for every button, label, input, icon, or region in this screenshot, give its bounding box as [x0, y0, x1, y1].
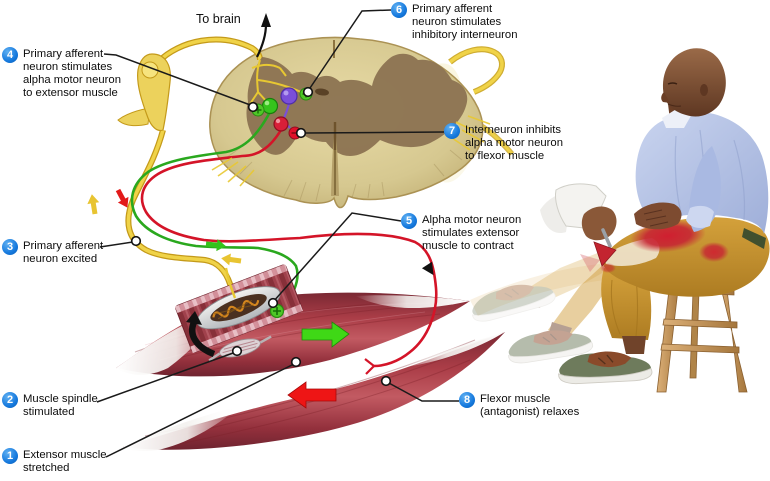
flexor-muscle: [123, 332, 505, 451]
leader-8: [386, 381, 459, 402]
patient-torso: [635, 100, 769, 234]
alpha-motor-neuron-flexor-soma: [273, 116, 289, 132]
step-text-2: Muscle spindle stimulated: [23, 393, 98, 418]
hammer-ghost: [580, 254, 600, 272]
step-badge-4: 4: [2, 47, 18, 63]
step-text-3: Primary afferent neuron excited: [23, 240, 104, 265]
step-label-6: 6 Primary afferent neuron stimulates inh…: [391, 2, 518, 42]
step-text-6: Primary afferent neuron stimulates inhib…: [412, 3, 518, 41]
stretch-arrow: [186, 311, 216, 358]
contract-direction-arrow: [301, 321, 350, 348]
alpha-motor-neuron-extensor-soma: [261, 97, 279, 115]
sensory-signal-arrow-left: [220, 252, 242, 267]
step-label-5: 5 Alpha motor neuron stimulates extensor…: [401, 213, 521, 253]
flexor-nerve-ending: [364, 358, 375, 375]
step-label-1: 1 Extensor muscle stretched: [2, 448, 107, 475]
alpha-motor-fiber-flexor: [140, 129, 438, 368]
spindle-afferent-twig: [224, 267, 237, 299]
cord-striations: [225, 147, 463, 202]
to-brain-label: To brain: [196, 12, 241, 26]
step-text-5: Alpha motor neuron stimulates extensor m…: [422, 214, 522, 252]
canal-slit: [315, 88, 329, 96]
marker-3: [130, 235, 142, 247]
marker-6: [302, 86, 314, 98]
step-text-7: Interneuron inhibits alpha motor neuron …: [465, 124, 563, 162]
eye: [667, 82, 678, 85]
examiner-hand: [540, 183, 617, 272]
ventral-root-fan: [211, 115, 491, 187]
hammer-handle: [601, 228, 612, 248]
flexor-fiber-arrowhead: [421, 261, 434, 276]
mouth: [667, 103, 682, 107]
marker-8: [380, 375, 392, 387]
motor-fibers: [130, 111, 438, 375]
marker-5: [267, 297, 279, 309]
leader-6: [307, 9, 392, 92]
belt: [742, 228, 766, 249]
step-label-3: 3 Primary afferent neuron excited: [2, 239, 103, 266]
step-text-1: Extensor muscle stretched: [23, 449, 107, 474]
relax-direction-arrow: [287, 381, 337, 409]
patient-head: [661, 48, 726, 117]
step-badge-7: 7: [444, 123, 460, 139]
marker-4: [247, 101, 259, 113]
step-label-4: 4 Primary afferent neuron stimulates alp…: [2, 47, 121, 100]
leader-5: [272, 212, 402, 303]
reflex-hammer: [593, 241, 617, 267]
step-text-8: Flexor muscle (antagonist) relaxes: [480, 393, 580, 418]
leader-4: [103, 53, 254, 107]
marker-1: [290, 356, 302, 368]
patient-lap: [600, 217, 770, 297]
to-brain-arrow: [256, 13, 271, 58]
alpha-motor-fiber-extensor: [130, 111, 299, 310]
muscle-overlay-small: [699, 242, 729, 262]
marker-7: [295, 127, 307, 139]
leader-7: [305, 131, 445, 134]
step-badge-1: 1: [2, 448, 18, 464]
leader-markers: [130, 86, 392, 387]
afferent-branches: [249, 59, 302, 113]
step-badge-6: 6: [391, 2, 407, 18]
leg-ghost-kicked: [467, 252, 604, 327]
step-badge-3: 3: [2, 239, 18, 255]
nerve-branch-stub: [117, 107, 151, 127]
leg-ghost-mid: [504, 262, 612, 367]
step-text-4: Primary afferent neuron stimulates alpha…: [23, 48, 121, 99]
leader-2: [96, 351, 237, 403]
leader-3: [99, 241, 134, 248]
nose: [661, 92, 670, 103]
step-label-7: 7 Interneuron inhibits alpha motor neuro…: [444, 123, 563, 163]
primary-afferent-neuron: [117, 36, 263, 295]
sensory-signal-arrow-up: [85, 193, 101, 215]
step-badge-2: 2: [2, 392, 18, 408]
step-badge-8: 8: [459, 392, 475, 408]
sleeve-cuff: [686, 205, 714, 228]
step-label-2: 2 Muscle spindle stimulated: [2, 392, 98, 419]
step-label-8: 8 Flexor muscle (antagonist) relaxes: [459, 392, 579, 419]
marker-2: [231, 345, 243, 357]
leader-lines: [96, 9, 459, 458]
patient-hands: [634, 202, 682, 230]
ear: [700, 84, 708, 96]
leader-1: [105, 362, 297, 458]
step-badge-5: 5: [401, 213, 417, 229]
patient-photo: [467, 48, 770, 393]
